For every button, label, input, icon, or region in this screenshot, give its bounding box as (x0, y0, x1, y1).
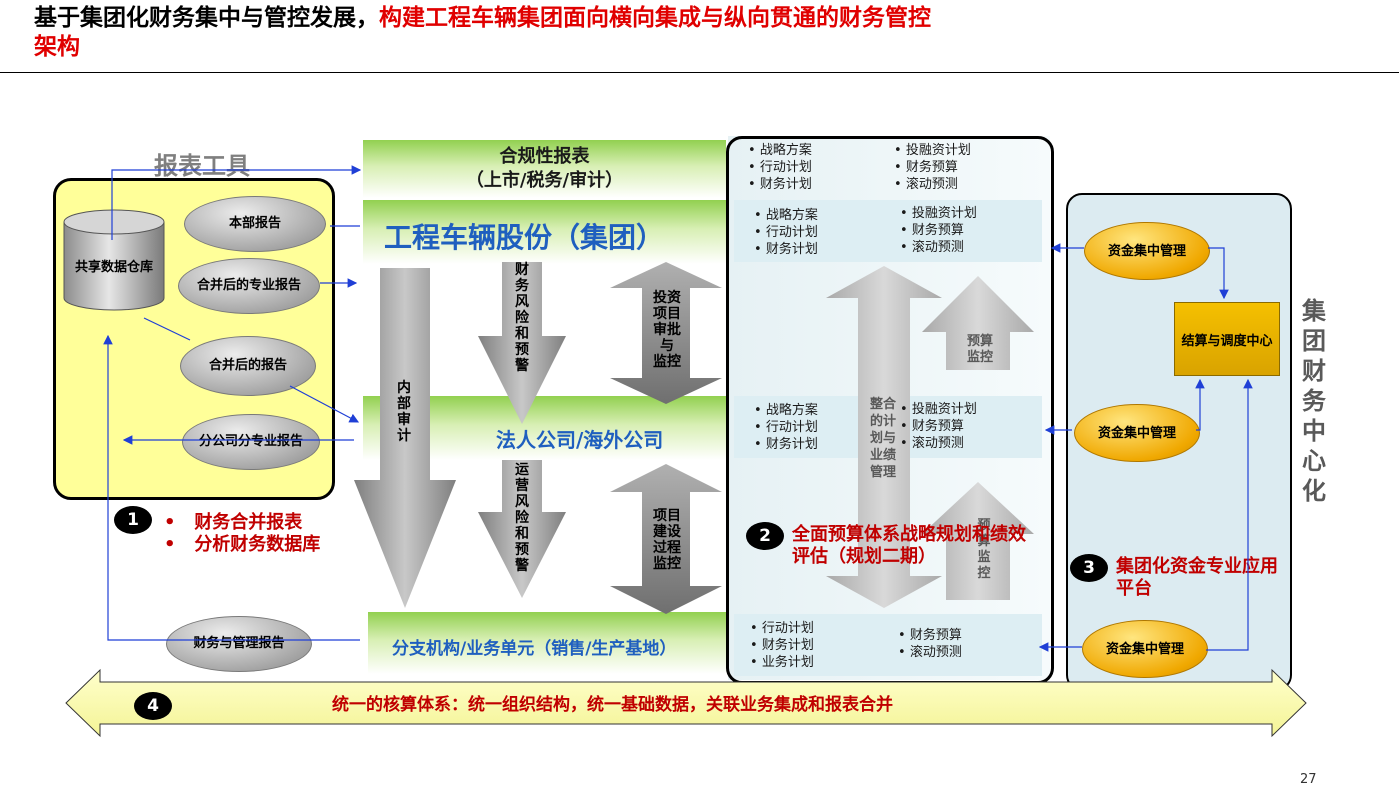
budget-monitor-arrow-upper (922, 276, 1034, 370)
budget-row3-left: 战略方案行动计划财务计划 (754, 402, 818, 453)
bullet: 战略方案 (754, 207, 818, 224)
callout-1-list: • 财务合并报表 • 分析财务数据库 (164, 512, 320, 556)
bullet: 投融资计划 (900, 205, 977, 222)
title-part3: 架构 (34, 34, 80, 60)
callout-badge-3: 3 (1070, 554, 1108, 582)
callout-badge-1: 1 (114, 506, 152, 534)
callout-3-text: 集团化资金专业应用平台 (1116, 556, 1278, 599)
bullet: 财务预算 (898, 627, 962, 644)
group-band (363, 200, 726, 264)
bullet: 投融资计划 (894, 142, 971, 159)
settlement-center: 结算与调度中心 (1174, 302, 1280, 376)
page-title: 基于集团化财务集中与管控发展，构建工程车辆集团面向横向集成与纵向贯通的财务管控 … (34, 4, 1234, 62)
budget-row1-left: 战略方案行动计划财务计划 (748, 142, 812, 193)
oval-consolidated-professional-report: 合并后的专业报告 (178, 258, 320, 314)
investment-approval-label: 投资项目审批与监控 (653, 290, 681, 370)
oval-headquarters-report: 本部报告 (184, 196, 326, 252)
bullet: 行动计划 (754, 224, 818, 241)
accounting-system-arrow (65, 668, 1307, 738)
bullet-dot: • (164, 534, 195, 555)
operational-risk-arrow (478, 460, 566, 598)
callout-1-item: 分析财务数据库 (194, 534, 321, 555)
bullet: 财务预算 (900, 418, 977, 435)
bullet: 财务计划 (754, 241, 818, 258)
group-label: 工程车辆股份（集团） (384, 221, 665, 254)
investment-approval-arrow (610, 262, 722, 404)
bullet: 业务计划 (750, 654, 814, 671)
compliance-line1: 合规性报表 (499, 146, 590, 167)
project-monitor-label: 项目建设过程监控 (653, 508, 681, 572)
budget-row3-right: 投融资计划财务预算滚动预测 (900, 401, 977, 452)
integrate-arrow (826, 266, 942, 608)
integrate-label: 整合的计划与业绩管理 (869, 397, 896, 480)
bullet: 战略方案 (754, 402, 818, 419)
title-part2: 构建工程车辆集团面向横向集成与纵向贯通的财务管控 (379, 5, 931, 31)
callout-badge-2: 2 (746, 522, 784, 550)
internal-audit-arrow (354, 268, 456, 608)
operational-risk-label: 运营风险和预警 (515, 462, 529, 574)
bullet: 行动计划 (750, 620, 814, 637)
callout-1-item: 财务合并报表 (194, 512, 303, 533)
warehouse-label: 共享数据仓库 (74, 260, 153, 275)
branch-label: 分支机构/业务单元（销售/生产基地） (392, 639, 677, 659)
bullet: 行动计划 (748, 159, 812, 176)
branch-band (368, 612, 728, 674)
budget-arrows (826, 266, 1034, 608)
oval-finance-management-report: 财务与管理报告 (166, 616, 312, 672)
bullet: 财务预算 (900, 222, 977, 239)
bullet: 投融资计划 (900, 401, 977, 418)
bullet: 财务预算 (894, 159, 971, 176)
bullet: 滚动预测 (900, 435, 977, 452)
center-arrows (354, 262, 722, 614)
budget-monitor-label-upper: 预算监控 (966, 334, 993, 365)
bullet: 滚动预测 (898, 644, 962, 661)
financial-risk-label: 财务风险和预警 (515, 262, 529, 374)
bullet-dot: • (164, 512, 195, 533)
bullet: 财务计划 (748, 176, 812, 193)
budget-row2-left: 战略方案行动计划财务计划 (754, 207, 818, 258)
page-number: 27 (1300, 772, 1317, 787)
oval-branch-report: 分公司分专业报告 (182, 414, 320, 470)
title-part1: 基于集团化财务集中与管控发展， (34, 5, 379, 31)
budget-row4-left: 行动计划财务计划业务计划 (750, 620, 814, 671)
fund-oval-middle: 资金集中管理 (1074, 404, 1200, 462)
budget-row1-right: 投融资计划财务预算滚动预测 (894, 142, 971, 193)
compliance-band: 合规性报表 （上市/税务/审计） (363, 140, 726, 198)
financial-risk-arrow (478, 262, 566, 424)
budget-row4-right: 财务预算滚动预测 (898, 627, 962, 661)
bullet: 行动计划 (754, 419, 818, 436)
legal-label: 法人公司/海外公司 (496, 428, 664, 452)
bullet: 财务计划 (754, 436, 818, 453)
bullet: 滚动预测 (894, 176, 971, 193)
bullet: 滚动预测 (900, 239, 977, 256)
title-rule (0, 72, 1399, 73)
callout-badge-4: 4 (134, 692, 172, 720)
budget-monitor-arrow-lower (922, 482, 1034, 600)
side-label: 集团财务中心化 (1302, 297, 1326, 505)
oval-consolidated-report: 合并后的报告 (180, 336, 316, 396)
callout-2-text: 全面预算体系战略规划和绩效评估（规划二期） (792, 524, 1026, 567)
budget-monitor-label-lower: 预算监控 (977, 518, 991, 581)
bullet: 财务计划 (750, 637, 814, 654)
bullet: 战略方案 (748, 142, 812, 159)
fund-oval-top: 资金集中管理 (1084, 222, 1210, 280)
compliance-line2: （上市/税务/审计） (465, 170, 624, 191)
project-monitor-arrow (610, 464, 722, 614)
budget-row2-right: 投融资计划财务预算滚动预测 (900, 205, 977, 256)
report-tools-label: 报表工具 (154, 152, 250, 180)
fund-oval-bottom: 资金集中管理 (1082, 620, 1208, 678)
internal-audit-label: 内部审计 (397, 380, 411, 444)
accounting-system-text: 统一的核算体系：统一组织结构，统一基础数据，关联业务集成和报表合并 (332, 695, 893, 715)
